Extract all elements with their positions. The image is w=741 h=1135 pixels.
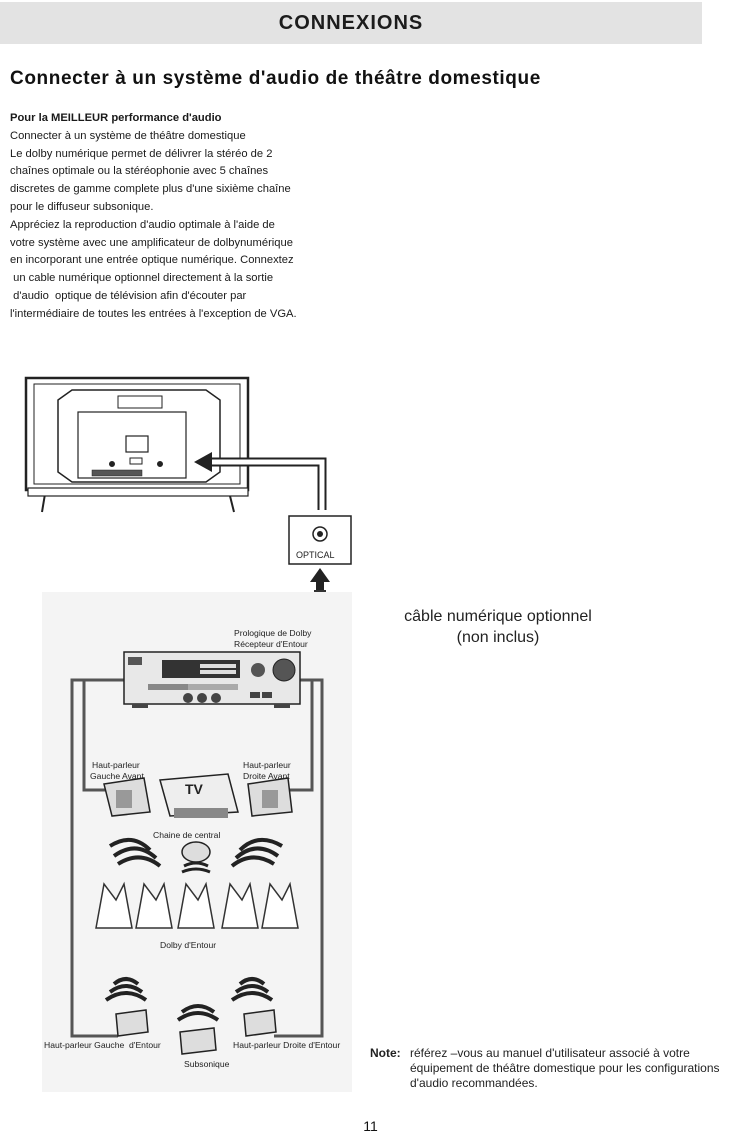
tv-label: TV <box>185 781 203 797</box>
front-right-label-line2: Droite Avant <box>243 771 290 781</box>
cable-caption: câble numérique optionnel (non inclus) <box>380 606 616 648</box>
intro-heading: Pour la MEILLEUR performance d'audio <box>10 112 222 124</box>
surround-label: Dolby d'Entour <box>160 940 217 950</box>
cable-caption-line2: (non inclus) <box>456 629 540 646</box>
rear-left-label: Haut-parleur Gauche d'Entour <box>44 1040 161 1050</box>
front-left-speaker <box>103 777 162 868</box>
note-text: référez –vous au manuel d'utilisateur as… <box>410 1046 720 1090</box>
note-label: Note: <box>370 1046 401 1060</box>
front-right-label-line1: Haut-parleur <box>243 760 291 770</box>
page-header-title: CONNEXIONS <box>278 11 424 34</box>
rear-left-speaker <box>104 977 149 1037</box>
optical-port-label: OPTICAL <box>296 550 335 560</box>
front-left-label-line1: Haut-parleur <box>92 760 140 770</box>
intro-line: d'audio optique de télévision afin d'éco… <box>10 289 247 302</box>
header-bar: CONNEXIONS <box>0 2 702 44</box>
rear-right-speaker <box>230 977 277 1037</box>
receiver-label-line2: Récepteur d'Entour <box>234 639 308 649</box>
intro-line: Appréciez la reproduction d'audio optima… <box>10 218 275 231</box>
front-left-label-line2: Gauche Avant <box>90 771 144 781</box>
receiver-label-line1: Prologique de Dolby <box>234 628 312 638</box>
speaker-wires <box>70 678 324 1038</box>
intro-line: pour le diffuseur subsonique. <box>10 200 154 213</box>
optical-port <box>288 515 352 565</box>
tv-back-illustration <box>24 376 250 513</box>
intro-text: Pour la MEILLEUR performance d'audio Con… <box>10 110 370 324</box>
front-right-speaker <box>230 777 293 868</box>
intro-line: votre système avec une amplificateur de … <box>10 236 293 249</box>
tv-front-illustration <box>159 773 239 818</box>
page-number: 11 <box>363 1118 378 1134</box>
cable-caption-line1: câble numérique optionnel <box>404 608 592 625</box>
receiver-illustration <box>123 651 301 708</box>
listeners <box>95 881 299 929</box>
center-channel-label: Chaine de central <box>153 830 221 840</box>
subwoofer-label: Subsonique <box>184 1059 230 1069</box>
section-title: Connecter à un système d'audio de théâtr… <box>10 68 541 89</box>
note: Note: référez –vous au manuel d'utilisat… <box>370 1046 740 1091</box>
intro-line: Le dolby numérique permet de délivrer la… <box>10 147 273 160</box>
center-speaker <box>181 841 211 874</box>
intro-line: discretes de gamme complete plus d'une s… <box>10 183 291 196</box>
optical-cable <box>194 452 327 510</box>
intro-line: Connecter à un système de théâtre domest… <box>10 129 246 142</box>
subwoofer <box>176 1004 220 1055</box>
intro-line: en incorporant une entrée optique numéri… <box>10 254 294 267</box>
intro-line: chaînes optimale ou la stéréophonie avec… <box>10 165 269 178</box>
connection-diagram <box>24 376 352 1092</box>
intro-line: l'intermédiaire de toutes les entrées à … <box>10 307 297 320</box>
rear-right-label: Haut-parleur Droite d'Entour <box>233 1040 341 1050</box>
intro-line: un cable numérique optionnel directement… <box>10 272 274 285</box>
